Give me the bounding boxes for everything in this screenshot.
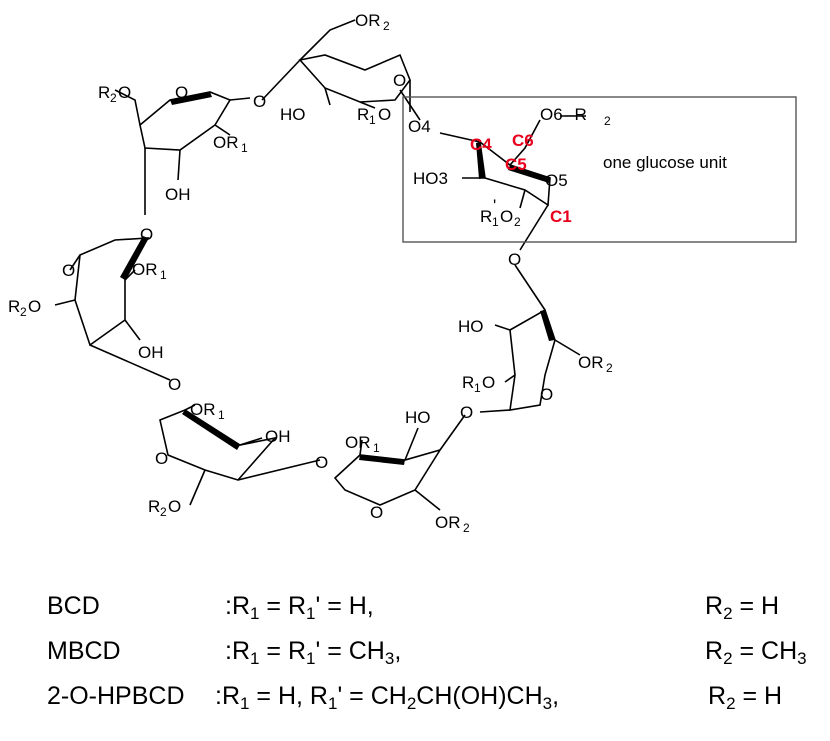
atom-r1prime: R — [480, 207, 492, 226]
label-r: R — [98, 83, 110, 102]
atom-c1: C1 — [550, 207, 572, 226]
label-o: O — [140, 225, 153, 244]
label-sub: 2 — [463, 521, 470, 535]
label-r: R — [148, 497, 160, 516]
label-sub: 2 — [606, 361, 613, 375]
legend-row-bcd: BCD :R1 = R1' = H, R2 = H — [0, 592, 830, 632]
label-o: O — [378, 105, 391, 124]
legend-name: MBCD — [47, 637, 121, 665]
label-sub: 2 — [110, 91, 117, 105]
label-or: OR — [578, 353, 604, 372]
o6-r-subscript: 2 — [604, 114, 611, 128]
label-o: O — [460, 403, 473, 422]
label-oh: OH — [265, 427, 291, 446]
legend-r1-definition: :R1 = R1' = CH3, — [225, 637, 402, 668]
label-sub: 2 — [160, 505, 167, 519]
atom-o5: O5 — [545, 171, 568, 190]
atom-c6: C6 — [512, 131, 534, 150]
label-o: O — [540, 385, 553, 404]
o6-dash-r: –R — [565, 105, 587, 124]
cyclodextrin-structure-diagram: one glucose unit O4 C4 C6 C5 C1 O6 –R 2 … — [8, 11, 797, 535]
label-o: O — [508, 250, 521, 269]
wedge-bonds — [120, 92, 555, 465]
label-ho: HO — [405, 408, 431, 427]
label-oh: OH — [165, 185, 191, 204]
label-sub: 1 — [373, 441, 380, 455]
ring-bonds — [54, 19, 586, 511]
legend-r2-definition: R2 = H — [705, 592, 780, 623]
legend-r2-definition: R2 = CH3 — [705, 637, 807, 668]
label-o: O — [168, 497, 181, 516]
label-o: O — [168, 375, 181, 394]
atom-ho3: HO3 — [413, 169, 448, 188]
label-o: O — [315, 453, 328, 472]
o2-subscript: 2 — [514, 215, 521, 229]
label-oh: OH — [138, 343, 164, 362]
atom-c4: C4 — [470, 135, 492, 154]
label-o: O — [482, 373, 495, 392]
label-or: OR — [345, 433, 371, 452]
label-or: OR — [132, 260, 158, 279]
label-o: O — [175, 83, 188, 102]
label-r: R — [8, 297, 20, 316]
label-o: O — [118, 83, 131, 102]
legend-name: BCD — [47, 592, 100, 620]
label-sub: 1 — [474, 381, 481, 395]
label-sub: 1 — [369, 113, 376, 127]
atom-o2: O — [500, 207, 513, 226]
label-o: O — [62, 261, 75, 280]
label-or: OR — [435, 513, 461, 532]
legend-row-mbcd: MBCD :R1 = R1' = CH3, R2 = CH3 — [0, 637, 830, 677]
label-o: O — [370, 503, 383, 522]
label-ho: HO — [280, 105, 306, 124]
atom-o6: O6 — [540, 105, 563, 124]
box-label: one glucose unit — [603, 153, 727, 172]
label-sub: 2 — [383, 19, 390, 33]
label-r: R — [357, 105, 369, 124]
label-sub: 1 — [160, 268, 167, 282]
atom-c5: C5 — [505, 155, 527, 174]
label-o: O — [253, 92, 266, 111]
label-o: O — [28, 297, 41, 316]
label-or: OR — [213, 133, 239, 152]
label-sub: 1 — [218, 408, 225, 422]
r1prime-mark: ' — [493, 196, 496, 215]
label-or: OR — [190, 400, 216, 419]
label-o: O — [155, 449, 168, 468]
legend-r2-definition: R2 = H — [708, 682, 783, 713]
legend-row-2-o-hpbcd: 2-O-HPBCD :R1 = H, R1' = CH2CH(OH)CH3, R… — [0, 682, 830, 722]
legend-r1-definition: :R1 = H, R1' = CH2CH(OH)CH3, — [215, 682, 560, 713]
label-sub: 1 — [241, 141, 248, 155]
label-r: R — [462, 373, 474, 392]
r1prime-subscript: 1 — [492, 215, 499, 229]
atom-o4: O4 — [408, 117, 431, 136]
label-ho: HO — [458, 317, 484, 336]
legend-r1-definition: :R1 = R1' = H, — [225, 592, 374, 623]
label-or: OR — [355, 11, 381, 30]
legend-name: 2-O-HPBCD — [47, 682, 185, 710]
glucose-unit-box — [402, 96, 797, 243]
label-o: O — [393, 71, 406, 90]
label-sub: 2 — [20, 305, 27, 319]
